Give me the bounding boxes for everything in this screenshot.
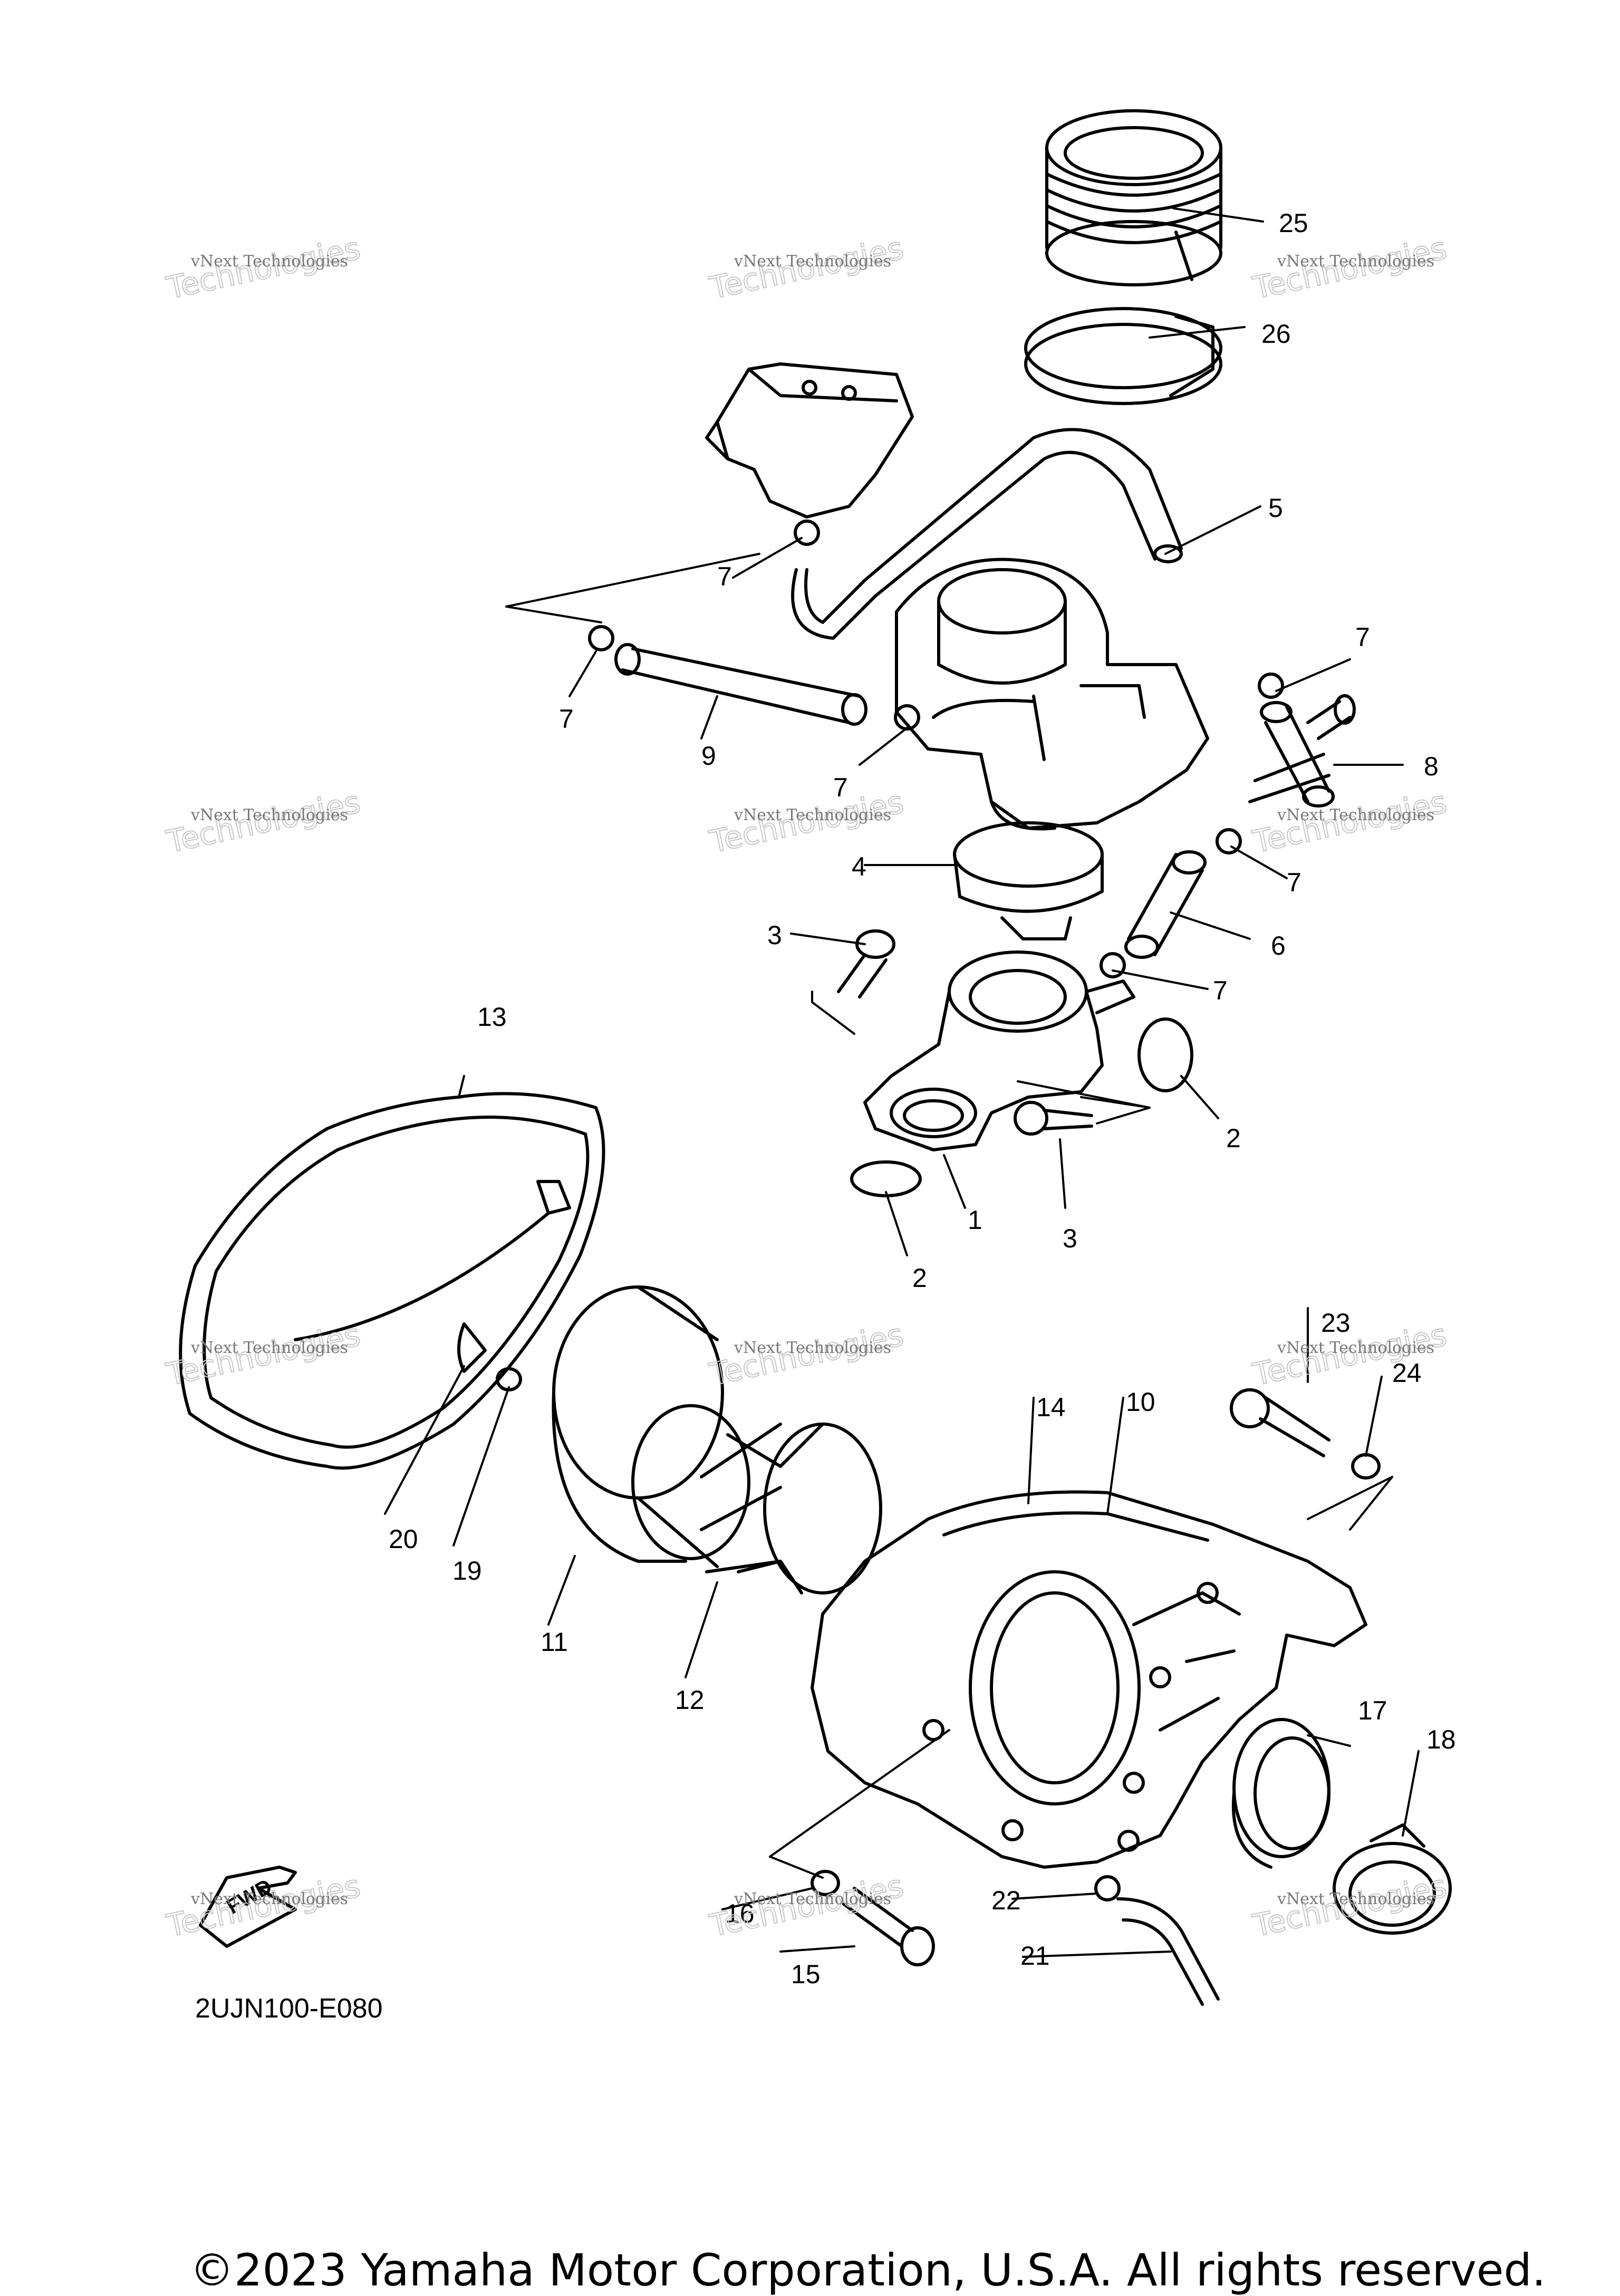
carburetor [895,558,1209,831]
filter-screen-12 [700,1423,882,1594]
watermark-name: vNext Technologies [190,1890,348,1908]
callout-18: 18 [1426,1725,1456,1754]
carb-joint-1 [863,950,1135,1151]
watermark-name: vNext Technologies [1277,252,1434,271]
bolt-15 [842,1887,935,1966]
callout-7: 7 [717,562,732,591]
callout-10: 10 [1126,1387,1155,1417]
callout-7: 7 [1213,976,1228,1005]
o-ring-2-left [850,1160,922,1197]
copyright-notice: ©2023 Yamaha Motor Corporation, U.S.A. A… [190,2244,1546,2296]
clip-22 [1094,1875,1121,1901]
watermark-name: vNext Technologies [1277,1339,1434,1357]
callout-7: 7 [1355,622,1370,652]
hose-21 [1116,1897,1220,2006]
callout-16: 16 [725,1899,755,1928]
watermark-name: vNext Technologies [190,806,348,824]
washer-24 [1351,1453,1381,1480]
clips-7 [588,520,1284,978]
callout-labels: 1223345677777789101112131415161718192021… [389,208,1456,1989]
callout-21: 21 [1020,1941,1050,1971]
callout-24: 24 [1392,1358,1422,1388]
intake-joint-25 [1045,109,1222,286]
callout-23: 23 [1321,1308,1351,1338]
callout-2: 2 [912,1263,927,1293]
filter-case-10-14 [811,1490,1367,1869]
carb-cover [705,362,914,518]
diagram-code: 2UJN100-E080 [195,1993,383,2024]
drawing [179,109,1452,2006]
callout-12: 12 [675,1685,705,1715]
watermark-name: vNext Technologies [734,1339,891,1357]
clamp-4 [953,821,1104,940]
hose-5 [791,428,1183,640]
hose-6 [1124,850,1207,959]
t-joint-8 [1248,694,1356,808]
joint-17 [1231,1718,1330,1869]
clamp-18 [1333,1823,1452,1935]
callout-13: 13 [477,1002,507,1032]
callout-25: 25 [1279,208,1308,238]
callout-22: 22 [991,1886,1021,1915]
callout-8: 8 [1424,752,1439,781]
callout-14: 14 [1036,1392,1066,1422]
filter-element-11 [552,1285,750,1568]
watermark-name: vNext Technologies [734,252,891,271]
filter-cover-13 [179,1092,605,1470]
leader-lines [384,207,1420,1958]
callout-9: 9 [701,741,716,771]
o-ring-2-right [1137,1017,1193,1092]
callout-7: 7 [1287,868,1301,897]
callout-17: 17 [1358,1696,1387,1725]
callout-20: 20 [389,1524,418,1554]
watermark-name: vNext Technologies [190,252,348,271]
callout-15: 15 [791,1959,821,1989]
callout-7: 7 [833,773,848,802]
bolt-3-top [837,929,895,998]
fwd-arrow-icon: FWD [199,1866,297,1948]
watermark-name: vNext Technologies [190,1339,348,1357]
callout-3: 3 [767,920,782,950]
callout-11: 11 [541,1627,568,1657]
watermark-name: vNext Technologies [734,806,891,824]
watermark-name: vNext Technologies [1277,806,1434,824]
bolt-23 [1230,1388,1330,1457]
watermark-name: vNext Technologies [734,1890,891,1908]
watermark-name: vNext Technologies [1277,1890,1434,1908]
callout-2: 2 [1226,1123,1241,1153]
washer-16 [811,1870,840,1896]
callout-1: 1 [968,1205,982,1235]
clamp-26 [1024,307,1222,405]
callout-3: 3 [1063,1224,1077,1253]
hose-9 [614,643,867,726]
callout-26: 26 [1261,319,1291,349]
wing-nut-20 [457,1322,487,1373]
bolt-3-bottom [1014,1101,1093,1136]
callout-5: 5 [1268,493,1283,523]
callout-6: 6 [1271,931,1286,960]
callout-19: 19 [452,1556,482,1586]
callout-4: 4 [852,852,866,881]
callout-7: 7 [559,704,574,734]
